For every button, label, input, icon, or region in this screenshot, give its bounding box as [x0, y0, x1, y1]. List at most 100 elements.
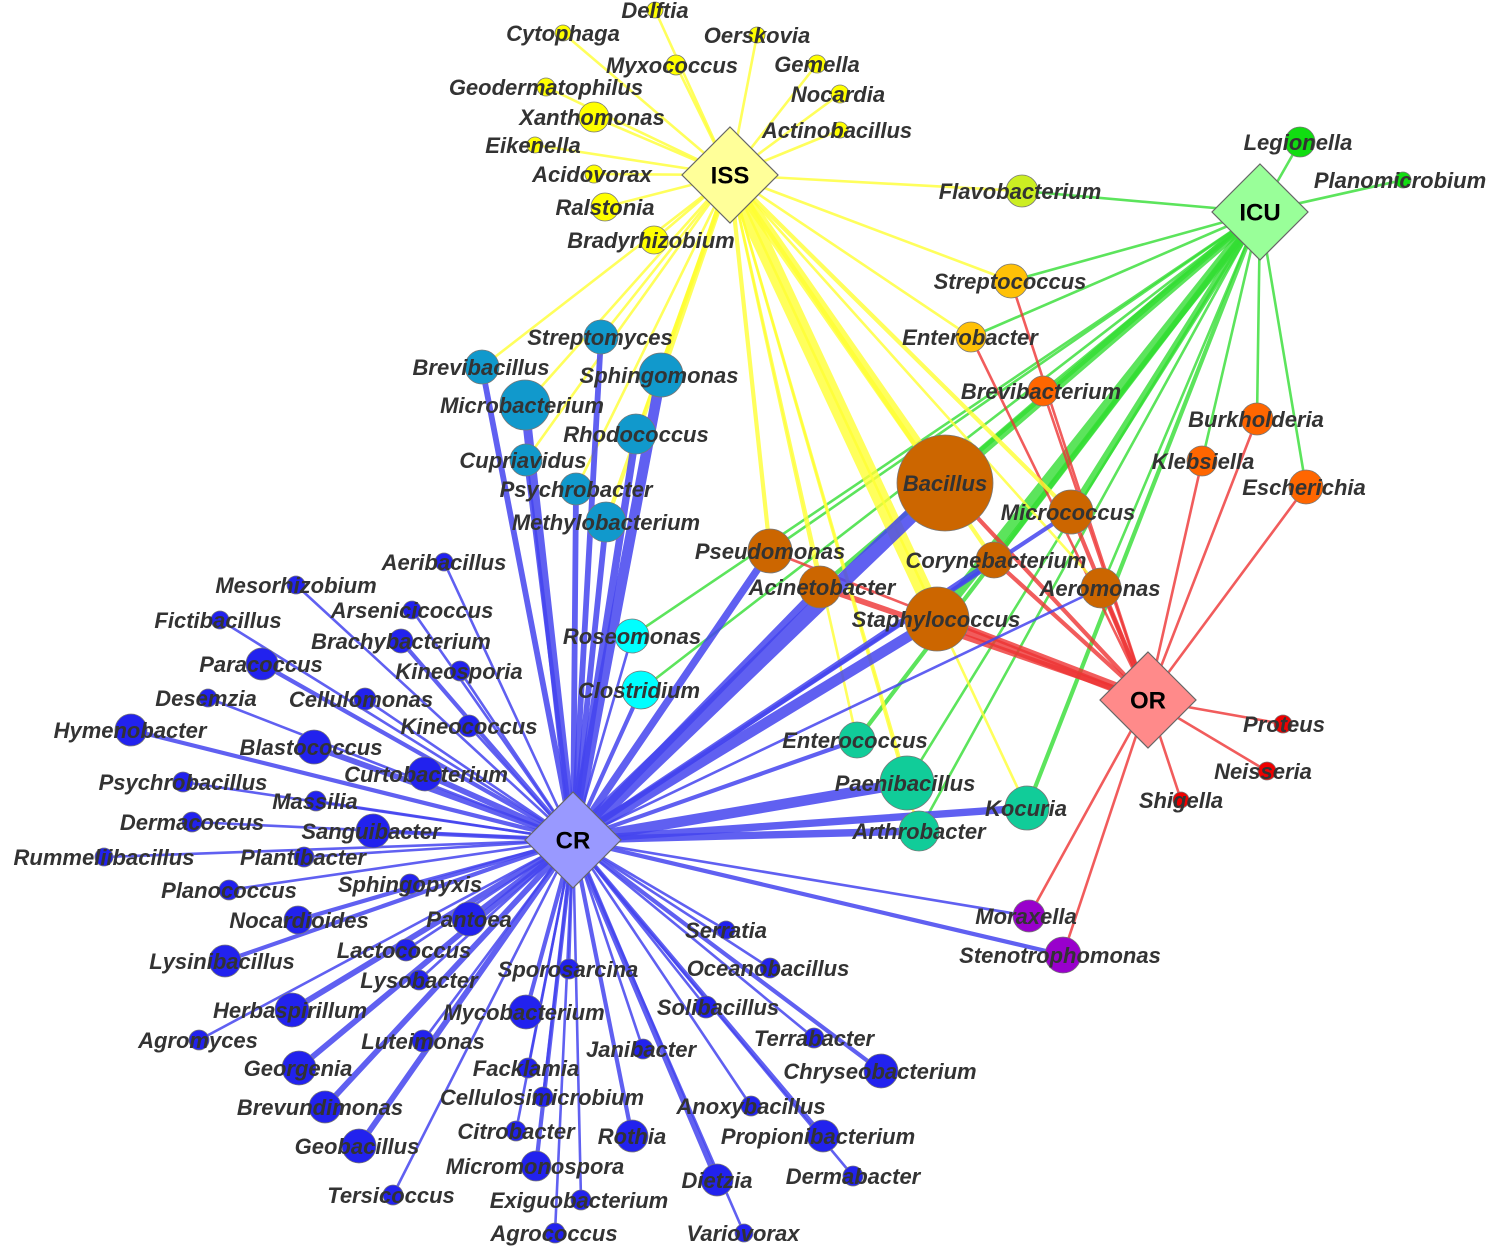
hub-label-or: OR [1130, 687, 1166, 714]
node-curtobacterium: Curtobacterium [344, 756, 508, 792]
node-circle-herbaspirillum [274, 992, 310, 1028]
node-label-kocuria: Kocuria [985, 796, 1067, 821]
node-label-solibacillus: Solibacillus [657, 995, 779, 1020]
node-tersicoccus: Tersicoccus [327, 1183, 455, 1208]
node-circle-klebsiella [1186, 445, 1218, 477]
node-circle-sporosarcina [558, 958, 580, 980]
node-label-facklamia: Facklamia [473, 1056, 579, 1081]
node-georgenia: Georgenia [244, 1050, 353, 1086]
node-circle-clostridium [621, 670, 661, 710]
node-microbacterium: Microbacterium [440, 379, 604, 431]
node-circle-sphingopyxis [399, 873, 421, 895]
node-oceanobacillus: Oceanobacillus [687, 956, 850, 981]
node-terrabacter: Terrabacter [754, 1026, 876, 1051]
edge-cr-arthrobacter [569, 827, 923, 844]
node-staphylococcus: Staphylococcus [852, 586, 1020, 652]
node-label-acidovorax: Acidovorax [531, 162, 653, 187]
node-label-curtobacterium: Curtobacterium [344, 762, 508, 787]
hub-label-cr: CR [556, 827, 591, 854]
node-rummeliibacillus: Rummeliibacillus [14, 845, 195, 870]
edge-cr-mesorhizobium [294, 583, 575, 842]
node-circle-bradyrhizobium [639, 225, 669, 255]
node-label-variovorax: Variovorax [687, 1221, 801, 1246]
node-label-brevibacillus: Brevibacillus [413, 355, 550, 380]
node-label-escherichia: Escherichia [1242, 475, 1366, 500]
hub-label-iss: ISS [711, 162, 750, 189]
node-circle-aeromonas [1080, 567, 1122, 609]
edge-iss-enterococcus [728, 173, 859, 742]
node-label-oerskovia: Oerskovia [704, 23, 810, 48]
node-nocardioides: Nocardioides [229, 905, 369, 935]
node-label-brachybacterium: Brachybacterium [311, 629, 491, 654]
edge-iss-streptococcus [728, 173, 1013, 283]
node-circle-xanthomonas [578, 101, 610, 133]
node-label-streptococcus: Streptococcus [934, 269, 1087, 294]
edge-cr-blastococcus [311, 744, 576, 843]
edge-iss-cupriavidus [524, 173, 732, 462]
node-label-nocardia: Nocardia [791, 82, 885, 107]
node-circle-psychrobacter [559, 472, 593, 506]
node-acinetobacter: Acinetobacter [748, 565, 897, 609]
edge-or-moraxella [1027, 698, 1150, 918]
node-micrococcus: Micrococcus [1001, 489, 1135, 535]
node-brevundimonas: Brevundimonas [237, 1090, 403, 1124]
node-serratia: Serratia [685, 918, 767, 943]
edge-cr-hymenobacter [128, 727, 576, 843]
edge-cr-brevibacillus [479, 364, 576, 843]
node-circle-microbacterium [499, 379, 551, 431]
node-circle-propionibacterium [806, 1119, 840, 1153]
node-ralstonia: Ralstonia [555, 192, 655, 222]
node-circle-facklamia [517, 1057, 539, 1079]
node-label-gemella: Gemella [774, 52, 860, 77]
node-circle-planococcus [218, 879, 240, 901]
node-label-serratia: Serratia [685, 918, 767, 943]
node-label-methylobacterium: Methylobacterium [512, 510, 700, 535]
node-circle-dermacoccus [181, 811, 203, 833]
node-circle-enterobacter [955, 321, 987, 353]
edge-or-burkholderia [1146, 417, 1259, 702]
node-label-corynebacterium: Corynebacterium [906, 548, 1087, 573]
node-label-microbacterium: Microbacterium [440, 393, 604, 418]
node-label-clostridium: Clostridium [578, 678, 700, 703]
node-flavobacterium: Flavobacterium [939, 174, 1101, 208]
node-circle-anoxybacillus [740, 1095, 762, 1117]
node-mycobacterium: Mycobacterium [443, 994, 605, 1030]
node-label-cupriavidus: Cupriavidus [459, 448, 586, 473]
node-circle-terrabacter [803, 1027, 825, 1049]
edge-or-bacillus [942, 480, 1151, 703]
edge-or-stenotrophomonas [1061, 698, 1150, 957]
node-circle-proteus [1273, 714, 1293, 734]
node-streptococcus: Streptococcus [934, 263, 1087, 299]
edge-cr-exiguobacterium [571, 838, 583, 1202]
node-desemzia: Desemzia [155, 686, 257, 711]
node-sphingopyxis: Sphingopyxis [338, 872, 482, 897]
node-circle-brevibacterium [1027, 375, 1059, 407]
node-circle-rothia [615, 1119, 649, 1153]
node-gemella: Gemella [774, 52, 860, 77]
node-massilia: Massilia [272, 789, 358, 814]
node-bacillus: Bacillus [896, 434, 994, 532]
node-acidovorax: Acidovorax [531, 162, 653, 187]
node-label-nocardioides: Nocardioides [229, 908, 368, 933]
node-circle-psychrobacillus [172, 771, 194, 793]
node-label-dermabacter: Dermabacter [786, 1164, 922, 1189]
node-circle-agrococcus [544, 1222, 566, 1244]
node-circle-nocardioides [283, 905, 313, 935]
node-label-kineococcus: Kineococcus [401, 714, 538, 739]
node-delftia: Delftia [621, 0, 688, 23]
edge-cr-tersicoccus [391, 838, 575, 1197]
edge-icu-enterococcus [854, 209, 1263, 743]
node-janibacter: Janibacter [586, 1037, 697, 1062]
node-circle-chryseobacterium [863, 1053, 899, 1089]
edge-cr-pseudomonas [569, 547, 774, 844]
node-label-legionella: Legionella [1244, 130, 1353, 155]
edge-cr-planococcus [227, 838, 575, 892]
node-label-massilia: Massilia [272, 789, 358, 814]
edge-cr-massilia [314, 799, 575, 842]
hub-diamond-iss [681, 126, 779, 224]
node-circle-kocuria [1004, 785, 1050, 831]
node-luteimonas: Luteimonas [361, 1029, 484, 1054]
node-label-georgenia: Georgenia [244, 1056, 353, 1081]
node-circle-streptomyces [583, 319, 619, 355]
